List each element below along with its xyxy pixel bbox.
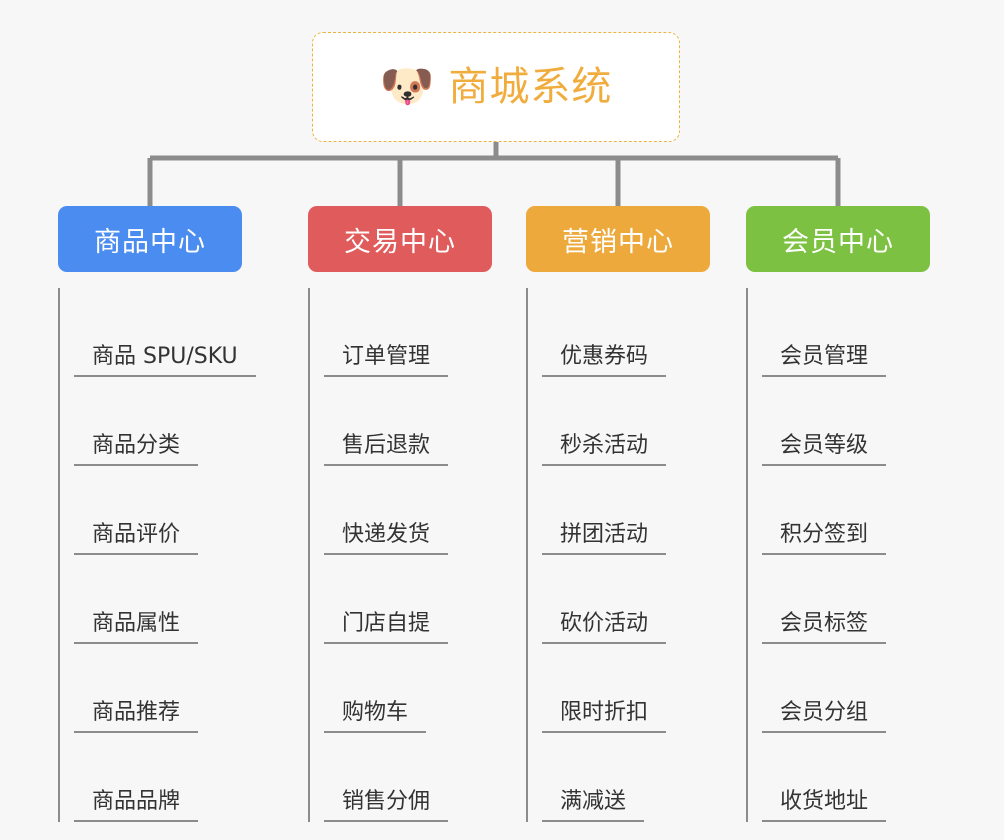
list-item[interactable]: 商品品牌 [74,733,288,822]
branch-column-2: 营销中心 优惠券码 秒杀活动 拼团活动 砍价活动 限时折扣 满减送 [526,206,726,822]
leaf-label: 优惠券码 [542,344,667,377]
leaf-label: 砍价活动 [542,611,667,644]
list-item[interactable]: 商品评价 [74,466,288,555]
leaf-label: 商品推荐 [74,700,199,733]
branch-header-0[interactable]: 商品中心 [58,206,242,272]
root-node[interactable]: 🐶 商城系统 [312,32,680,142]
leaf-list-1: 订单管理 售后退款 快递发货 门店自提 购物车 销售分佣 [308,288,508,822]
leaf-label: 会员分组 [762,700,887,733]
list-item[interactable]: 商品分类 [74,377,288,466]
leaf-label: 会员管理 [762,344,887,377]
leaf-label: 商品属性 [74,611,199,644]
leaf-label: 限时折扣 [542,700,667,733]
list-item[interactable]: 门店自提 [324,555,508,644]
leaf-label: 销售分佣 [324,789,449,822]
list-item[interactable]: 收货地址 [762,733,946,822]
branch-header-3[interactable]: 会员中心 [746,206,930,272]
leaf-label: 拼团活动 [542,522,667,555]
list-item[interactable]: 购物车 [324,644,508,733]
list-item[interactable]: 限时折扣 [542,644,726,733]
leaf-label: 会员等级 [762,433,887,466]
leaf-label: 购物车 [324,700,427,733]
leaf-label: 售后退款 [324,433,449,466]
list-item[interactable]: 优惠券码 [542,288,726,377]
shiba-dog-face-icon: 🐶 [379,61,435,112]
branch-column-1: 交易中心 订单管理 售后退款 快递发货 门店自提 购物车 销售分佣 [308,206,508,822]
branch-column-3: 会员中心 会员管理 会员等级 积分签到 会员标签 会员分组 收货地址 [746,206,946,822]
list-item[interactable]: 会员等级 [762,377,946,466]
leaf-label: 积分签到 [762,522,887,555]
list-item[interactable]: 会员分组 [762,644,946,733]
branch-column-0: 商品中心 商品 SPU/SKU 商品分类 商品评价 商品属性 商品推荐 商品品牌 [58,206,288,822]
list-item[interactable]: 积分签到 [762,466,946,555]
leaf-label: 商品分类 [74,433,199,466]
leaf-label: 商品 SPU/SKU [74,344,256,377]
root-title: 商城系统 [448,64,613,110]
leaf-label: 快递发货 [324,522,449,555]
leaf-label: 商品品牌 [74,789,199,822]
leaf-list-0: 商品 SPU/SKU 商品分类 商品评价 商品属性 商品推荐 商品品牌 [58,288,288,822]
leaf-label: 满减送 [542,789,645,822]
list-item[interactable]: 商品属性 [74,555,288,644]
branch-header-1[interactable]: 交易中心 [308,206,492,272]
list-item[interactable]: 商品 SPU/SKU [74,288,288,377]
list-item[interactable]: 会员管理 [762,288,946,377]
list-item[interactable]: 砍价活动 [542,555,726,644]
leaf-list-3: 会员管理 会员等级 积分签到 会员标签 会员分组 收货地址 [746,288,946,822]
branch-header-2[interactable]: 营销中心 [526,206,710,272]
leaf-label: 商品评价 [74,522,199,555]
list-item[interactable]: 快递发货 [324,466,508,555]
list-item[interactable]: 拼团活动 [542,466,726,555]
leaf-label: 秒杀活动 [542,433,667,466]
leaf-label: 收货地址 [762,789,887,822]
leaf-label: 门店自提 [324,611,449,644]
list-item[interactable]: 会员标签 [762,555,946,644]
list-item[interactable]: 满减送 [542,733,726,822]
leaf-list-2: 优惠券码 秒杀活动 拼团活动 砍价活动 限时折扣 满减送 [526,288,726,822]
list-item[interactable]: 商品推荐 [74,644,288,733]
leaf-label: 订单管理 [324,344,449,377]
list-item[interactable]: 销售分佣 [324,733,508,822]
leaf-label: 会员标签 [762,611,887,644]
list-item[interactable]: 订单管理 [324,288,508,377]
list-item[interactable]: 售后退款 [324,377,508,466]
list-item[interactable]: 秒杀活动 [542,377,726,466]
